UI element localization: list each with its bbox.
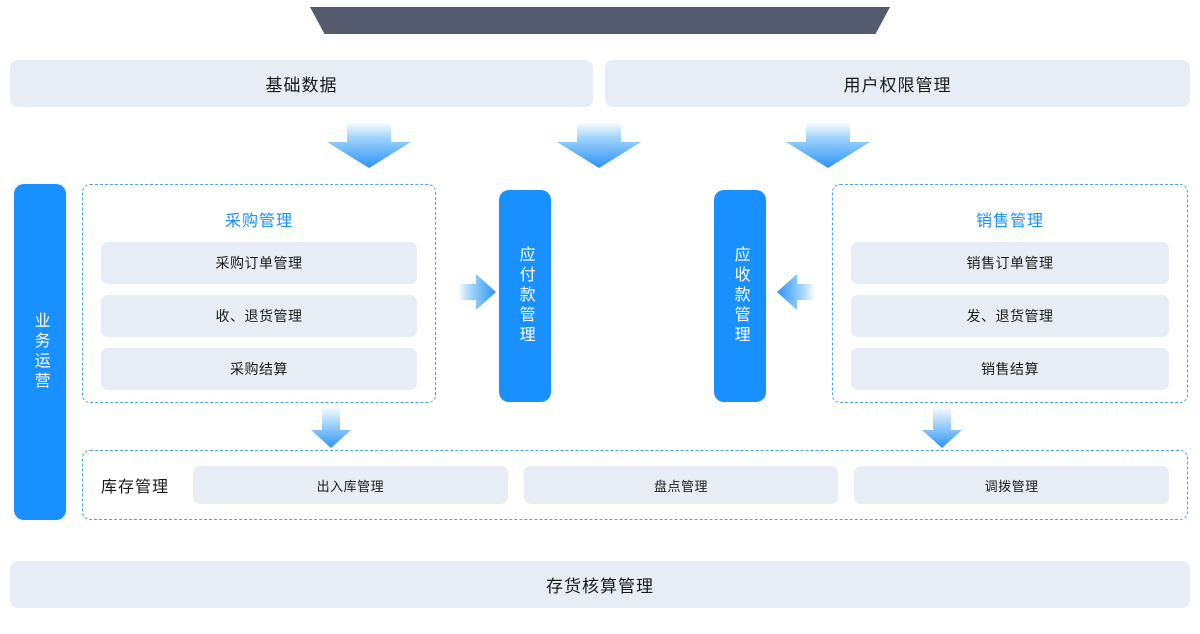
group-stock-management: 库存管理 出入库管理 盘点管理 调拨管理 [82,450,1188,520]
stock-item-stocktaking[interactable]: 盘点管理 [523,466,839,504]
sales-item-ship-return[interactable]: 发、退货管理 [851,295,1169,337]
header-panel-basic-data-label: 基础数据 [265,76,338,95]
arrow-down-icon [557,122,641,168]
group-purchase-management: 采购管理 采购订单管理 收、退货管理 采购结算 [82,184,436,403]
footer-panel-label: 存货核算管理 [546,577,654,596]
sidebar-pill-business-operations[interactable]: 业务运营 [14,184,66,520]
top-decorative-bar [310,7,890,34]
group-sales-management: 销售管理 销售订单管理 发、退货管理 销售结算 [832,184,1188,403]
pill-accounts-payable[interactable]: 应付款管理 [499,190,551,402]
purchase-item-order[interactable]: 采购订单管理 [101,242,417,284]
stock-item-transfer[interactable]: 调拨管理 [854,466,1169,504]
pill-accounts-receivable[interactable]: 应收款管理 [714,190,766,402]
header-panel-basic-data[interactable]: 基础数据 [10,60,593,107]
arrow-down-icon [786,122,870,168]
footer-panel-inventory-accounting[interactable]: 存货核算管理 [10,561,1190,608]
purchase-item-settlement[interactable]: 采购结算 [101,348,417,390]
sales-item-settlement[interactable]: 销售结算 [851,348,1169,390]
header-panel-user-permission-label: 用户权限管理 [843,76,952,95]
group-purchase-title: 采购管理 [224,213,293,230]
stock-item-inbound-outbound[interactable]: 出入库管理 [193,466,508,504]
arrow-down-icon [327,122,411,168]
arrow-down-icon [311,406,351,448]
arrow-left-icon [777,272,815,312]
group-stock-label: 库存管理 [101,479,170,496]
sales-item-order[interactable]: 销售订单管理 [851,242,1169,284]
pill-accounts-receivable-label: 应收款管理 [731,246,749,346]
pill-accounts-payable-label: 应付款管理 [516,246,534,346]
purchase-item-receive-return[interactable]: 收、退货管理 [101,295,417,337]
arrow-down-icon [922,406,962,448]
header-panel-user-permission[interactable]: 用户权限管理 [605,60,1190,107]
arrow-right-icon [458,272,496,312]
group-sales-title: 销售管理 [975,213,1044,230]
sidebar-pill-label: 业务运营 [31,312,49,392]
